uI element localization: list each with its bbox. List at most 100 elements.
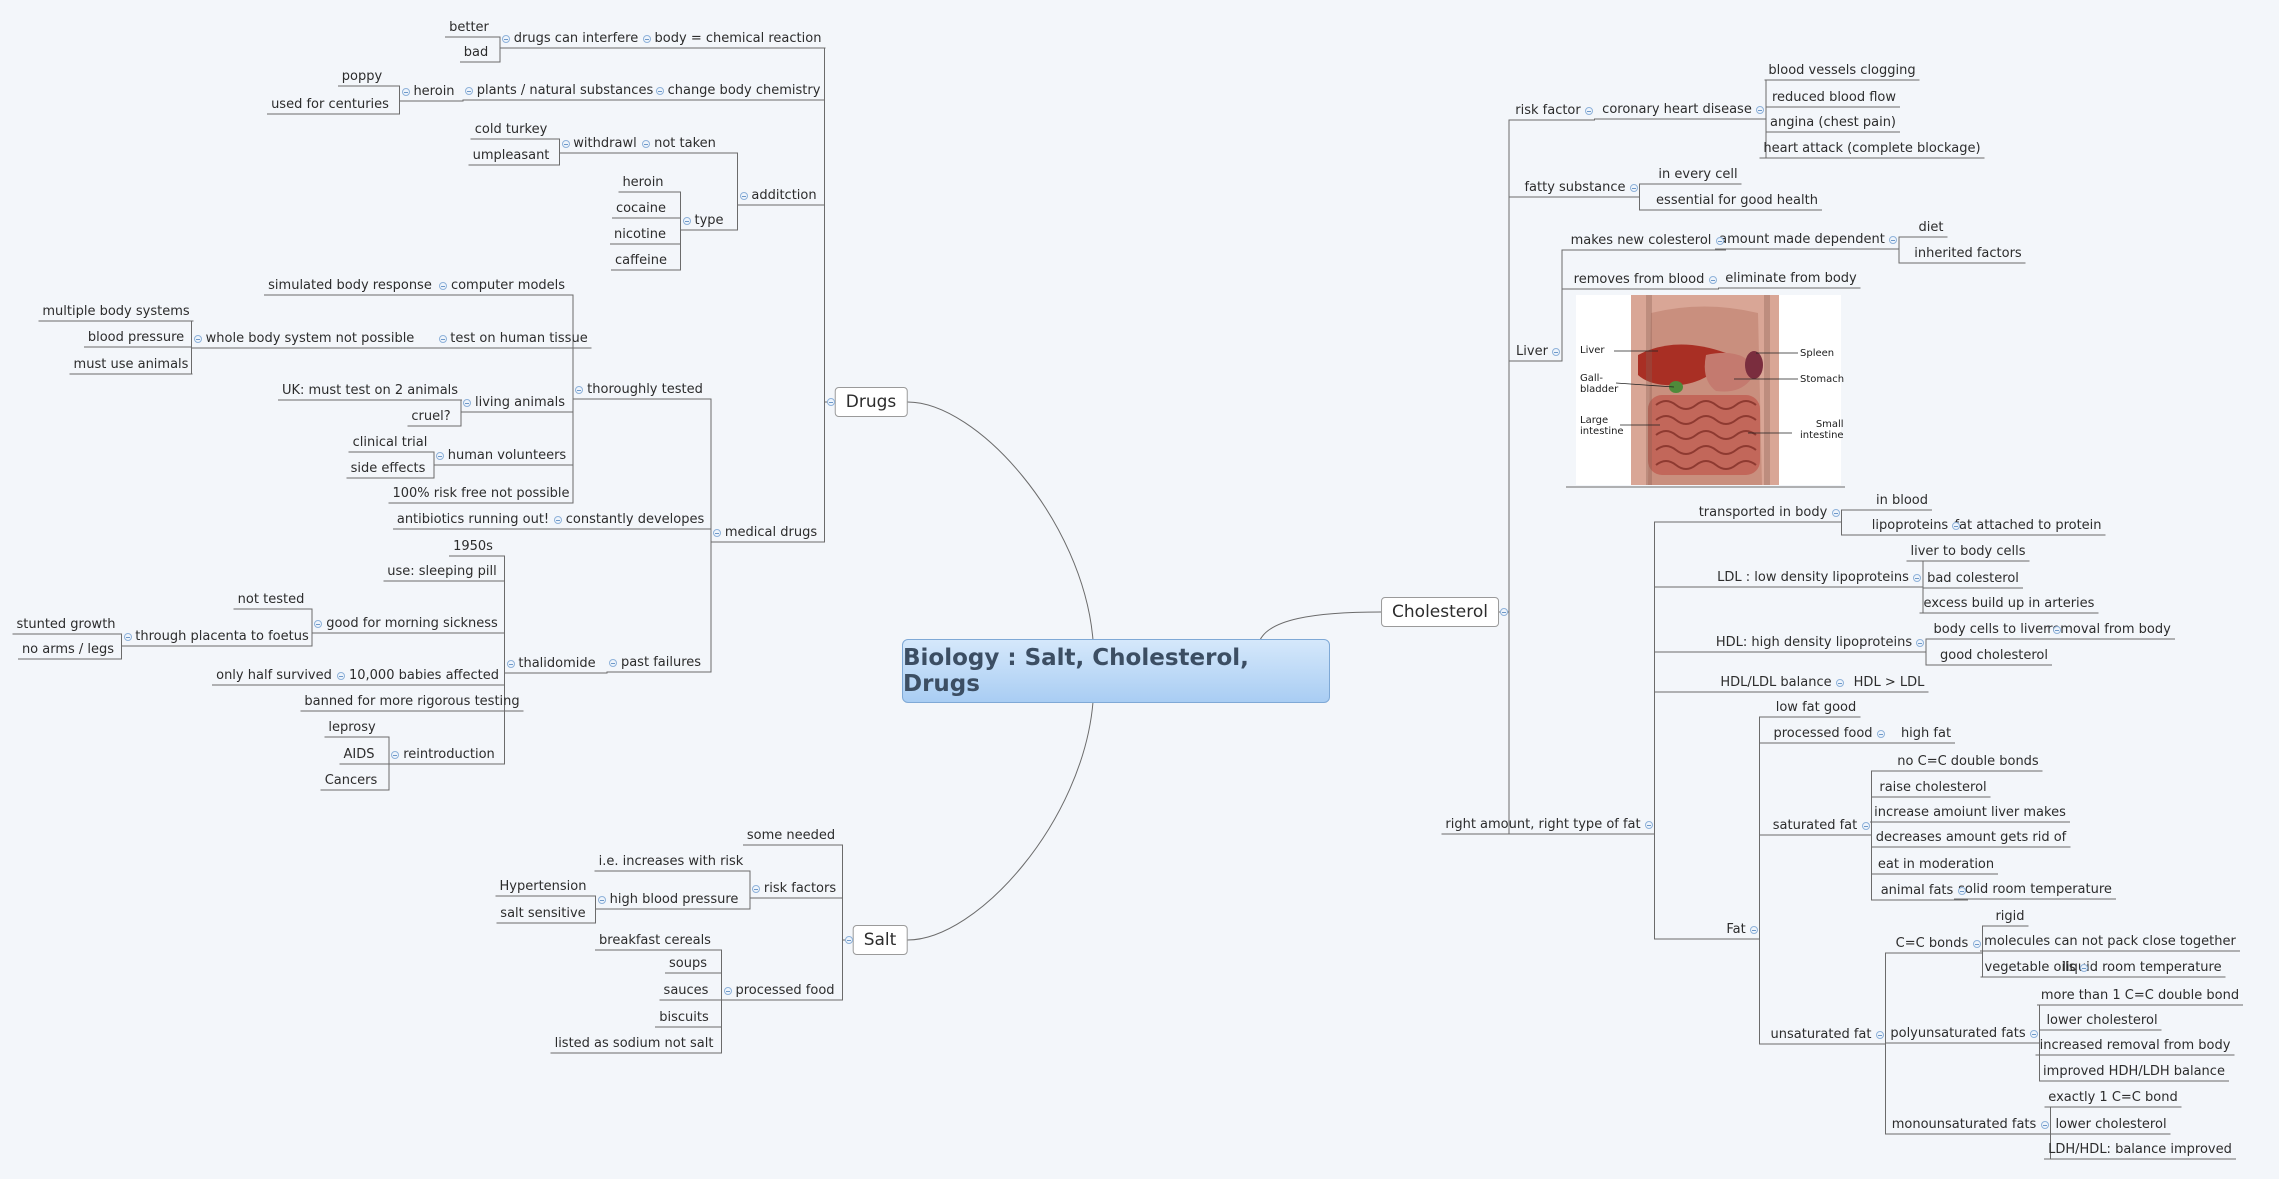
collapse-toggle-icon[interactable]: [1708, 276, 1717, 284]
collapse-toggle-icon[interactable]: [844, 936, 853, 944]
topic-c-clog[interactable]: blood vessels clogging: [1768, 63, 1916, 78]
collapse-toggle-icon[interactable]: [123, 633, 132, 641]
collapse-toggle-icon[interactable]: [1972, 940, 1981, 948]
topic-s-soup[interactable]: soups: [669, 956, 707, 971]
topic-d-int[interactable]: drugs can interfere: [513, 31, 639, 46]
topic-c-fat[interactable]: Fat: [1726, 922, 1746, 937]
topic-c-low[interactable]: low fat good: [1775, 700, 1857, 715]
topic-d-const[interactable]: constantly developes: [565, 512, 705, 527]
collapse-toggle-icon[interactable]: [1715, 237, 1724, 245]
topic-c-rf[interactable]: risk factor: [1515, 103, 1581, 118]
topic-s-hbp[interactable]: high blood pressure: [609, 892, 739, 907]
collapse-toggle-icon[interactable]: [506, 660, 515, 668]
topic-d-living[interactable]: living animals: [475, 395, 565, 410]
topic-s-cer[interactable]: breakfast cereals: [599, 933, 711, 948]
topic-d-noarms[interactable]: no arms / legs: [21, 642, 115, 657]
topic-c-mod[interactable]: eat in moderation: [1877, 857, 1995, 872]
collapse-toggle-icon[interactable]: [1916, 639, 1924, 647]
collapse-toggle-icon[interactable]: [502, 35, 510, 43]
topic-c-right[interactable]: right amount, right type of fat: [1445, 817, 1641, 832]
topic-c-lipo[interactable]: lipoproteins: [1871, 518, 1949, 533]
collapse-toggle-icon[interactable]: [561, 140, 570, 148]
topic-d-clin[interactable]: clinical trial: [352, 435, 428, 450]
topic-c-liq[interactable]: liquid room temperature: [2062, 960, 2222, 975]
collapse-toggle-icon[interactable]: [391, 751, 399, 759]
topic-c-nocc[interactable]: no C=C double bonds: [1897, 754, 2039, 769]
collapse-toggle-icon[interactable]: [642, 35, 651, 43]
topic-c-remov[interactable]: removal from body: [2047, 622, 2171, 637]
topic-drugs[interactable]: Drugs: [834, 387, 908, 417]
topic-c-gt[interactable]: HDL > LDL: [1853, 675, 1925, 690]
topic-d-type[interactable]: type: [694, 213, 724, 228]
collapse-toggle-icon[interactable]: [465, 87, 473, 95]
collapse-toggle-icon[interactable]: [1876, 730, 1885, 738]
topic-c-chd[interactable]: coronary heart disease: [1602, 102, 1752, 117]
topic-c-inh[interactable]: inherited factors: [1914, 246, 2022, 261]
topic-c-rem[interactable]: removes from blood: [1573, 272, 1705, 287]
collapse-toggle-icon[interactable]: [438, 335, 447, 343]
topic-c-bad[interactable]: bad colesterol: [1927, 571, 2019, 586]
topic-d-bab[interactable]: 10,000 babies affected: [348, 668, 500, 683]
topic-c-veg[interactable]: vegetable oils: [1984, 960, 2076, 975]
collapse-toggle-icon[interactable]: [1875, 1031, 1884, 1039]
collapse-toggle-icon[interactable]: [597, 896, 606, 904]
topic-s-inc[interactable]: i.e. increases with risk: [598, 854, 744, 869]
topic-c-poly[interactable]: polyunsaturated fats: [1890, 1026, 2026, 1041]
topic-c-bal[interactable]: HDL/LDL balance: [1720, 675, 1832, 690]
topic-d-side[interactable]: side effects: [350, 461, 426, 476]
collapse-toggle-icon[interactable]: [1835, 679, 1844, 687]
topic-d-risk[interactable]: 100% risk free not possible: [392, 486, 570, 501]
topic-d-nt[interactable]: not taken: [654, 136, 716, 151]
topic-c-att[interactable]: heart attack (complete blockage): [1763, 141, 1981, 156]
topic-d-aids[interactable]: AIDS: [343, 747, 375, 762]
topic-c-lower1[interactable]: lower cholesterol: [2046, 1013, 2158, 1028]
collapse-toggle-icon[interactable]: [1552, 348, 1560, 356]
topic-d-add[interactable]: additction: [751, 188, 817, 203]
topic-d-ct[interactable]: cold turkey: [474, 122, 548, 137]
topic-d-whole[interactable]: whole body system not possible: [205, 331, 415, 346]
topic-d-cent[interactable]: used for centuries: [271, 97, 389, 112]
collapse-toggle-icon[interactable]: [1756, 106, 1764, 114]
topic-c-liver[interactable]: Liver: [1516, 344, 1548, 359]
topic-d-tissue[interactable]: test on human tissue: [450, 331, 588, 346]
topic-c-cl[interactable]: body cells to liver: [1933, 622, 2049, 637]
collapse-toggle-icon[interactable]: [337, 672, 345, 680]
topic-c-elim[interactable]: eliminate from body: [1725, 271, 1857, 286]
collapse-toggle-icon[interactable]: [554, 516, 562, 524]
topic-c-inblood[interactable]: in blood: [1875, 493, 1929, 508]
topic-d-tn[interactable]: nicotine: [614, 227, 666, 242]
collapse-toggle-icon[interactable]: [713, 529, 721, 537]
topic-c-impr[interactable]: improved HDH/LDH balance: [2043, 1064, 2225, 1079]
topic-salt[interactable]: Salt: [852, 925, 908, 955]
topic-c-ldlhdl[interactable]: LDH/HDL: balance improved: [2048, 1142, 2232, 1157]
collapse-toggle-icon[interactable]: [401, 88, 410, 96]
topic-s-proc[interactable]: processed food: [735, 983, 835, 998]
topic-c-more[interactable]: more than 1 C=C double bond: [2040, 988, 2240, 1003]
topic-d-half[interactable]: only half survived: [216, 668, 332, 683]
topic-c-rigid[interactable]: rigid: [1995, 909, 2025, 924]
topic-c-ang[interactable]: angina (chest pain): [1769, 115, 1897, 130]
topic-d-change[interactable]: change body chemistry: [667, 83, 821, 98]
collapse-toggle-icon[interactable]: [1952, 522, 1960, 530]
topic-d-nottest[interactable]: not tested: [237, 592, 305, 607]
topic-c-mono[interactable]: monounsaturated fats: [1891, 1117, 2037, 1132]
topic-d-lep[interactable]: leprosy: [328, 720, 376, 735]
collapse-toggle-icon[interactable]: [739, 192, 748, 200]
collapse-toggle-icon[interactable]: [1629, 184, 1638, 192]
topic-d-plants[interactable]: plants / natural substances: [476, 83, 654, 98]
topic-d-sim[interactable]: simulated body response: [268, 278, 432, 293]
topic-c-hdl[interactable]: HDL: high density lipoproteins: [1715, 635, 1913, 650]
collapse-toggle-icon[interactable]: [1957, 887, 1966, 895]
collapse-toggle-icon[interactable]: [682, 217, 691, 225]
topic-c-lower2[interactable]: lower cholesterol: [2055, 1117, 2167, 1132]
topic-chol[interactable]: Cholesterol: [1381, 597, 1499, 627]
topic-c-raise[interactable]: raise cholesterol: [1879, 780, 1987, 795]
topic-c-cc[interactable]: C=C bonds: [1895, 936, 1969, 951]
collapse-toggle-icon[interactable]: [1831, 509, 1840, 517]
topic-d-sleep[interactable]: use: sleeping pill: [387, 564, 497, 579]
collapse-toggle-icon[interactable]: [1889, 236, 1897, 244]
topic-d-banned[interactable]: banned for more rigorous testing: [304, 694, 520, 709]
topic-s-some[interactable]: some needed: [746, 828, 836, 843]
collapse-toggle-icon[interactable]: [826, 398, 835, 406]
collapse-toggle-icon[interactable]: [723, 987, 732, 995]
